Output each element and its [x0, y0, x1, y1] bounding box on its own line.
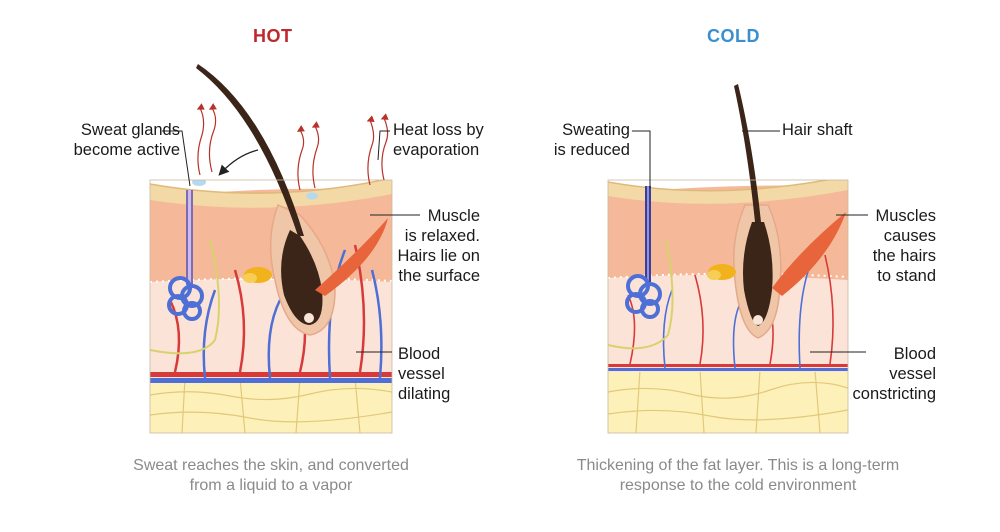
cold-skin-cross-section	[608, 180, 848, 433]
hot-leader-lines	[162, 130, 420, 353]
evaporation-arrows	[196, 103, 389, 191]
cold-caption: Thickening of the fat layer. This is a l…	[576, 457, 900, 494]
label-hair-shaft: Hair shaft	[782, 121, 853, 139]
hot-skin-cross-section	[150, 180, 392, 433]
cold-hair-shaft	[734, 84, 762, 232]
hot-hair-shaft	[196, 64, 304, 236]
hot-title: HOT	[253, 26, 293, 46]
cold-leader-lines	[632, 130, 868, 353]
cold-title: COLD	[707, 26, 760, 46]
